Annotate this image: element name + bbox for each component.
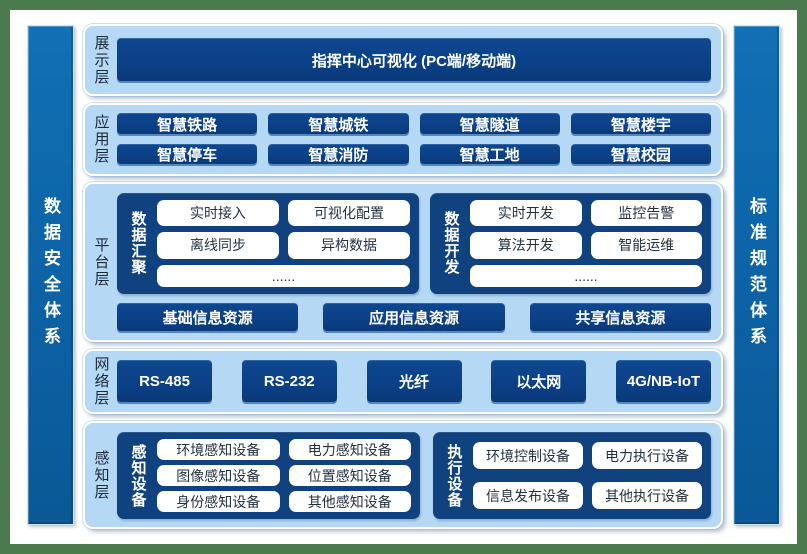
data-aggregation-label: 数据汇聚 [129, 211, 147, 276]
sensing-devices-grid: 环境感知设备 电力感知设备 图像感知设备 位置感知设备 身份感知设备 其他感知设… [157, 439, 411, 512]
diagram-canvas: 数据安全体系 标准规范体系 展示层 指挥中心可视化 (PC端/移动端) 应用层 … [10, 10, 797, 544]
dev-box-algorithm-dev: 算法开发 [470, 232, 582, 259]
perception-layer-content: 感知设备 环境感知设备 电力感知设备 图像感知设备 位置感知设备 身份感知设备 … [117, 423, 721, 527]
sense-box-power: 电力感知设备 [288, 439, 411, 460]
dev-box-intelligent-ops: 智能运维 [590, 232, 702, 259]
dev-box-ellipsis: ...... [470, 264, 702, 287]
perception-layer-label: 感知层 [92, 449, 110, 501]
standard-spec-system-label: 标准规范体系 [747, 197, 766, 353]
data-development-grid: 实时开发 监控告警 算法开发 智能运维 ...... [470, 200, 702, 287]
agg-box-realtime-access: 实时接入 [157, 200, 279, 227]
presentation-layer-panel: 展示层 指挥中心可视化 (PC端/移动端) [83, 24, 723, 96]
agg-box-offline-sync: 离线同步 [157, 232, 279, 259]
sense-box-other: 其他感知设备 [288, 491, 411, 512]
sense-box-identity: 身份感知设备 [157, 491, 280, 512]
data-security-system-bar: 数据安全体系 [27, 25, 74, 525]
perception-layer-panel: 感知层 感知设备 环境感知设备 电力感知设备 图像感知设备 位置感知设备 身份感… [83, 421, 723, 529]
dev-box-realtime-dev: 实时开发 [470, 200, 582, 227]
resource-box-application-info: 应用信息资源 [323, 302, 505, 333]
app-box-smart-building: 智慧楼宇 [570, 113, 711, 136]
application-layer-content: 智慧铁路 智慧城铁 智慧隧道 智慧楼宇 智慧停车 智慧消防 智慧工地 智慧校园 [117, 105, 721, 174]
platform-layer-panel: 平台层 数据汇聚 实时接入 可视化配置 离线同步 异构数据 ...... [83, 182, 723, 342]
app-box-smart-railway: 智慧铁路 [117, 113, 258, 136]
app-box-smart-parking: 智慧停车 [117, 143, 258, 166]
information-resources-row: 基础信息资源 应用信息资源 共享信息资源 [117, 302, 711, 333]
sensing-devices-group: 感知设备 环境感知设备 电力感知设备 图像感知设备 位置感知设备 身份感知设备 … [117, 432, 420, 519]
data-aggregation-grid: 实时接入 可视化配置 离线同步 异构数据 ...... [157, 200, 410, 287]
exec-box-power-execution: 电力执行设备 [592, 442, 702, 469]
application-layer-panel: 应用层 智慧铁路 智慧城铁 智慧隧道 智慧楼宇 智慧停车 智慧消防 智慧工地 智… [83, 103, 723, 176]
sense-box-location: 位置感知设备 [288, 465, 411, 486]
net-box-rs485: RS-485 [117, 359, 212, 404]
agg-box-heterogeneous-data: 异构数据 [288, 232, 410, 259]
network-layer-content: RS-485 RS-232 光纤 以太网 4G/NB-IoT [117, 351, 721, 412]
net-box-fiber: 光纤 [366, 359, 462, 404]
data-security-system-label: 数据安全体系 [41, 197, 60, 353]
app-box-smart-metro: 智慧城铁 [268, 113, 409, 136]
resource-box-shared-info: 共享信息资源 [529, 302, 711, 333]
sense-box-image: 图像感知设备 [157, 465, 280, 486]
data-development-group: 数据开发 实时开发 监控告警 算法开发 智能运维 ...... [430, 193, 711, 294]
exec-box-environment-control: 环境控制设备 [473, 442, 583, 469]
network-layer-panel: 网络层 RS-485 RS-232 光纤 以太网 4G/NB-IoT [83, 349, 723, 414]
net-box-ethernet: 以太网 [491, 359, 587, 404]
app-box-smart-tunnel: 智慧隧道 [419, 113, 560, 136]
app-box-smart-campus: 智慧校园 [570, 143, 711, 166]
execution-devices-label: 执行设备 [445, 443, 463, 508]
exec-box-info-publish: 信息发布设备 [473, 482, 583, 509]
agg-box-visual-config: 可视化配置 [288, 200, 410, 227]
sense-box-environment: 环境感知设备 [157, 439, 280, 460]
execution-devices-group: 执行设备 环境控制设备 电力执行设备 信息发布设备 其他执行设备 [433, 432, 711, 519]
presentation-layer-label: 展示层 [92, 34, 110, 86]
net-box-4g-nbiot: 4G/NB-IoT [616, 359, 711, 404]
data-aggregation-group: 数据汇聚 实时接入 可视化配置 离线同步 异构数据 ...... [117, 193, 419, 294]
sensing-devices-label: 感知设备 [129, 443, 147, 508]
dev-box-monitor-alert: 监控告警 [590, 200, 702, 227]
standard-spec-system-bar: 标准规范体系 [733, 25, 780, 525]
app-box-smart-construction: 智慧工地 [419, 143, 560, 166]
exec-box-other-execution: 其他执行设备 [592, 482, 702, 509]
command-center-visualization-box: 指挥中心可视化 (PC端/移动端) [117, 37, 711, 83]
application-layer-label: 应用层 [92, 114, 110, 165]
agg-box-ellipsis: ...... [157, 264, 410, 287]
presentation-layer-content: 指挥中心可视化 (PC端/移动端) [117, 26, 721, 94]
platform-groups: 数据汇聚 实时接入 可视化配置 离线同步 异构数据 ...... 数据开发 实时… [117, 193, 711, 294]
resource-box-basic-info: 基础信息资源 [117, 302, 299, 333]
app-box-smart-firefighting: 智慧消防 [268, 143, 409, 166]
data-development-label: 数据开发 [442, 211, 460, 276]
network-layer-label: 网络层 [92, 356, 110, 407]
platform-layer-label: 平台层 [92, 236, 110, 288]
platform-layer-content: 数据汇聚 实时接入 可视化配置 离线同步 异构数据 ...... 数据开发 实时… [117, 184, 721, 340]
net-box-rs232: RS-232 [241, 359, 337, 404]
execution-devices-grid: 环境控制设备 电力执行设备 信息发布设备 其他执行设备 [473, 439, 702, 512]
